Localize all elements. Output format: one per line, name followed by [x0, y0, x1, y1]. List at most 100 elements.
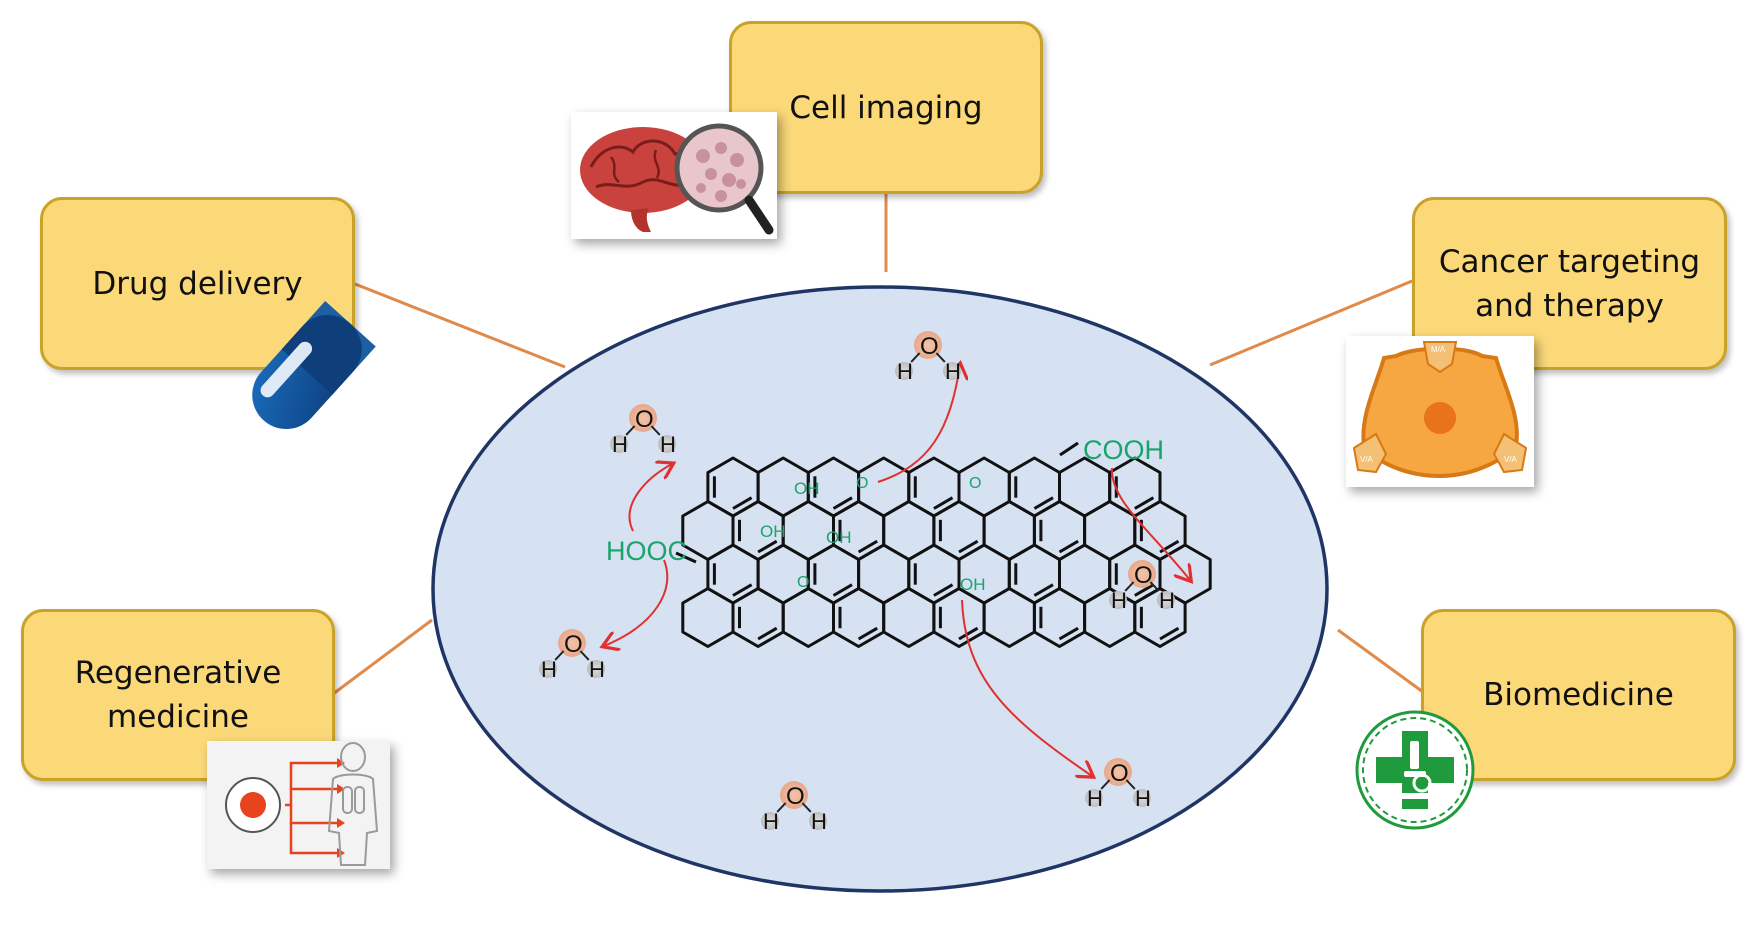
double-bond	[732, 496, 753, 510]
double-bond	[958, 626, 979, 641]
hydrogen-atom	[1157, 591, 1175, 609]
arrow-oh-down	[961, 599, 1092, 776]
connector-lines	[332, 194, 1424, 696]
hydrogen-label: H	[1111, 588, 1127, 613]
substituent-bond	[1059, 441, 1079, 457]
graphene-oxide-ellipse	[431, 285, 1329, 893]
double-bond	[1058, 539, 1079, 554]
double-bond	[857, 626, 878, 641]
arrow-hooc-down	[604, 559, 669, 646]
hooc-label: HOOC	[606, 536, 687, 566]
hydrogen-label: H	[1135, 786, 1151, 811]
hydrogen-label: H	[612, 432, 628, 457]
cancer-cell-picture: M/A V/A V/A	[1346, 336, 1534, 487]
oh-label-2: OH	[760, 522, 786, 541]
hydrogen-atom	[761, 812, 779, 830]
hydrogen-atom	[809, 812, 827, 830]
oh-bond	[1124, 581, 1135, 592]
oh-label-3: OH	[826, 528, 852, 547]
oxygen-label: O	[564, 631, 583, 658]
water-molecule: H HO	[1085, 758, 1151, 811]
hydrogen-label: H	[660, 432, 676, 457]
substituent-bond	[675, 551, 697, 564]
double-bond	[1058, 626, 1079, 641]
hydrogen-label: H	[589, 657, 605, 682]
double-bond	[1134, 496, 1155, 510]
oxygen-label: O	[1110, 760, 1129, 787]
epoxy-o-3: O	[797, 574, 809, 591]
double-bond	[933, 583, 954, 597]
arrow-hooc-up	[628, 464, 672, 532]
oh-bond	[1100, 779, 1111, 790]
oxygen-atom	[629, 404, 657, 432]
hydrogen-label: H	[763, 809, 779, 834]
oxygen-atom	[1104, 758, 1132, 786]
epoxy-o-1: O	[856, 475, 868, 492]
oh-bond	[776, 802, 787, 813]
double-bond	[1033, 583, 1054, 597]
oh-bond	[935, 352, 946, 363]
hydrogen-atom	[539, 660, 557, 678]
cancer-icon-top-label: M/A	[1431, 345, 1446, 354]
cancer-icon-left-label: V/A	[1360, 455, 1374, 464]
water-molecule: H HO	[761, 781, 827, 834]
double-bond	[832, 583, 853, 597]
hydrogen-atom	[587, 660, 605, 678]
arrow-o-up	[877, 365, 960, 483]
double-bond	[757, 626, 778, 641]
epoxy-o-2: O	[969, 475, 981, 492]
functional-groups: COOH HOOC OH OH OH OH O O O	[606, 435, 1164, 594]
cell-imaging-box: Cell imaging	[729, 21, 1043, 194]
connector-regenerative	[332, 618, 433, 696]
oxygen-atom	[914, 331, 942, 359]
connector-biomedicine	[1337, 628, 1424, 694]
hydrogen-atom	[943, 362, 961, 380]
hydrogen-label: H	[1087, 786, 1103, 811]
double-bond	[832, 496, 853, 510]
double-bond	[757, 539, 778, 554]
double-bond	[732, 583, 753, 597]
hydrogen-label: H	[1159, 588, 1175, 613]
connector-cancer	[1209, 279, 1413, 367]
hexagon-ring	[1133, 587, 1187, 648]
oxygen-label: O	[1134, 562, 1153, 589]
water-molecule: H HO	[539, 629, 605, 682]
double-bond	[1134, 583, 1155, 597]
hydrogen-label: H	[945, 359, 961, 384]
water-molecule: H HO	[1109, 560, 1175, 613]
hydrogen-atom	[895, 362, 913, 380]
water-molecule: H HO	[610, 404, 676, 457]
hydrogen-atom	[1109, 591, 1127, 609]
double-bond	[1159, 539, 1180, 554]
cell-imaging-picture	[571, 112, 777, 239]
connector-drug-delivery	[354, 282, 566, 369]
oh-bond	[910, 352, 921, 363]
arrow-cooh-down	[1110, 467, 1190, 580]
double-bond	[1033, 496, 1054, 510]
regenerative-medicine-picture	[207, 741, 390, 869]
capsule-pill-icon	[252, 300, 376, 430]
oh-bond	[554, 650, 565, 661]
oxygen-label: O	[786, 783, 805, 810]
cooh-label: COOH	[1083, 435, 1164, 465]
double-bond	[857, 539, 878, 554]
oxygen-atom	[1128, 560, 1156, 588]
oh-bond	[801, 802, 812, 813]
oxygen-atom	[780, 781, 808, 809]
hydrogen-atom	[1085, 789, 1103, 807]
oh-bond	[625, 425, 636, 436]
hydrogen-label: H	[811, 809, 827, 834]
hydrogen-label: H	[541, 657, 557, 682]
reaction-arrows	[604, 365, 1190, 776]
hydrogen-atom	[1133, 789, 1151, 807]
biomedicine-box: Biomedicine	[1421, 609, 1736, 781]
oh-bond	[579, 650, 590, 661]
double-bond	[958, 539, 979, 554]
double-bond	[1159, 626, 1180, 641]
biomedicine-emblem-icon	[1355, 710, 1475, 830]
oxygen-label: O	[635, 406, 654, 433]
